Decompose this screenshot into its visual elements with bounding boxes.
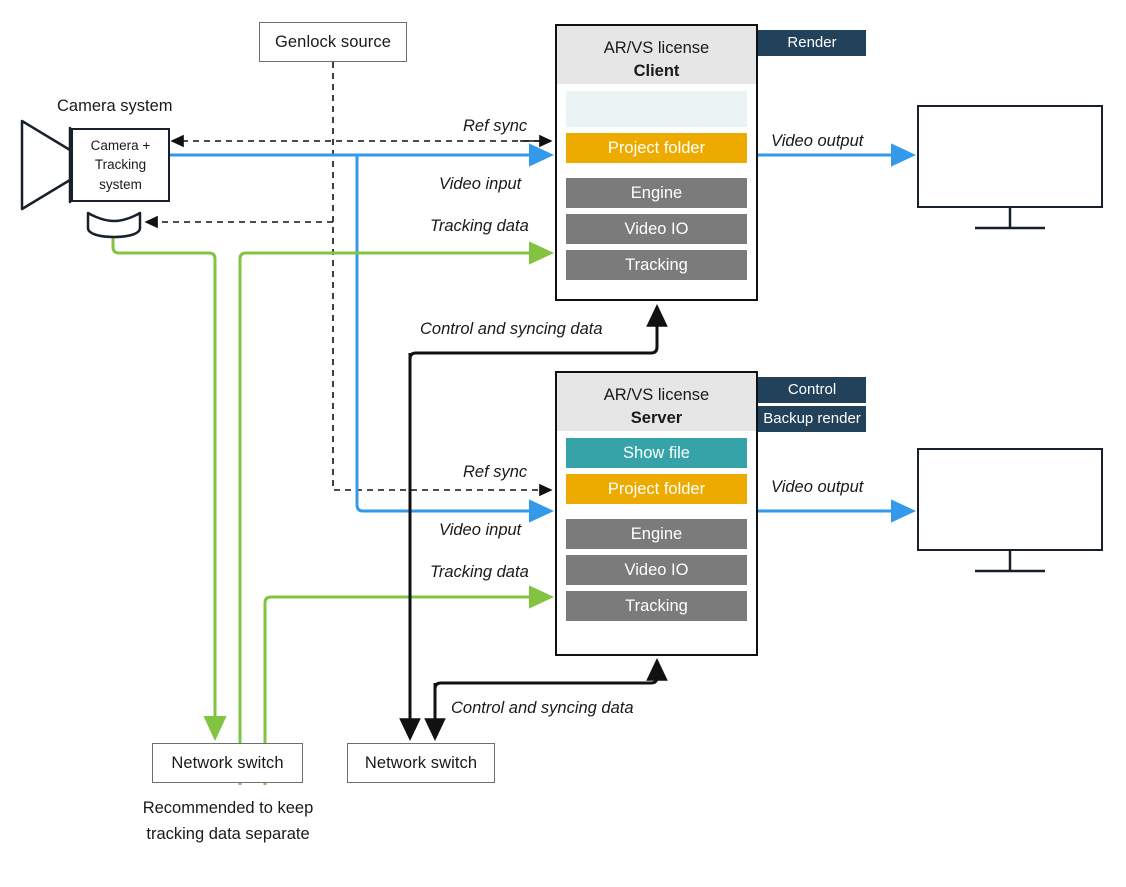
label-client-ref-sync: Ref sync bbox=[463, 117, 528, 135]
camera-body-line-3: system bbox=[99, 176, 142, 192]
camera-body: Camera + Tracking system bbox=[71, 128, 170, 202]
client-license-label: AR/VS license bbox=[603, 39, 710, 57]
network-switch-tracking-label: Network switch bbox=[171, 753, 284, 772]
server-bar-project-folder[interactable]: Project folder bbox=[566, 473, 747, 504]
server-module-list: Show file Project folder Engine Video IO… bbox=[557, 431, 756, 630]
label-client-video-output: Video output bbox=[771, 132, 864, 150]
monitor-1-stand bbox=[975, 208, 1045, 230]
network-switch-control: Network switch bbox=[347, 743, 495, 783]
server-badge-control: Control bbox=[758, 377, 866, 403]
client-bar-blank bbox=[566, 90, 747, 127]
client-role-label: Client bbox=[633, 62, 680, 81]
client-bar-project-folder[interactable]: Project folder bbox=[566, 132, 747, 163]
genlock-source-box: Genlock source bbox=[259, 22, 407, 62]
client-bar-tracking[interactable]: Tracking bbox=[566, 249, 747, 280]
server-bar-spacer bbox=[566, 510, 747, 519]
tracking-puck-icon bbox=[86, 211, 142, 239]
monitor-2-stand bbox=[975, 551, 1045, 573]
label-server-tracking-data: Tracking data bbox=[430, 563, 529, 581]
arvs-server-unit: AR/VS license Server Show file Project f… bbox=[555, 371, 758, 656]
network-switch-control-label: Network switch bbox=[364, 753, 478, 772]
label-control-bottom: Control and syncing data bbox=[451, 699, 634, 717]
label-control-top: Control and syncing data bbox=[420, 320, 603, 338]
label-server-video-input: Video input bbox=[439, 521, 522, 539]
camera-body-line-2: Tracking bbox=[94, 157, 147, 173]
server-license-label: AR/VS license bbox=[603, 386, 710, 404]
label-client-tracking-data: Tracking data bbox=[430, 217, 529, 235]
monitor-2-screen bbox=[917, 448, 1103, 551]
client-header: AR/VS license Client bbox=[557, 26, 756, 84]
label-server-ref-sync: Ref sync bbox=[463, 463, 528, 481]
client-badge-render: Render bbox=[758, 30, 866, 56]
camera-body-line-1: Camera + bbox=[90, 137, 151, 153]
server-role-label: Server bbox=[630, 409, 683, 428]
arvs-client-unit: AR/VS license Client Project folder Engi… bbox=[555, 24, 758, 301]
server-bar-video-io[interactable]: Video IO bbox=[566, 554, 747, 585]
label-client-video-input: Video input bbox=[439, 175, 522, 193]
server-badge-backup-render: Backup render bbox=[758, 406, 866, 432]
client-module-list: Project folder Engine Video IO Tracking bbox=[557, 84, 756, 289]
server-bar-show-file[interactable]: Show file bbox=[566, 437, 747, 468]
caption-line-2: tracking data separate bbox=[146, 824, 310, 843]
caption-line-1: Recommended to keep bbox=[142, 799, 314, 817]
monitor-1-screen bbox=[917, 105, 1103, 208]
genlock-source-label: Genlock source bbox=[274, 32, 392, 51]
camera-system-title: Camera system bbox=[57, 97, 173, 115]
client-bar-video-io[interactable]: Video IO bbox=[566, 213, 747, 244]
wire-tracking-to-switch bbox=[111, 236, 227, 741]
server-header: AR/VS license Server bbox=[557, 373, 756, 431]
server-bar-tracking[interactable]: Tracking bbox=[566, 590, 747, 621]
client-bar-engine[interactable]: Engine bbox=[566, 177, 747, 208]
label-server-video-output: Video output bbox=[771, 478, 864, 496]
camera-lens-icon bbox=[20, 119, 72, 211]
client-bar-spacer bbox=[566, 169, 747, 178]
tracking-separation-caption: Recommended to keep tracking data separa… bbox=[132, 796, 324, 847]
network-switch-tracking: Network switch bbox=[152, 743, 303, 783]
server-bar-engine[interactable]: Engine bbox=[566, 518, 747, 549]
